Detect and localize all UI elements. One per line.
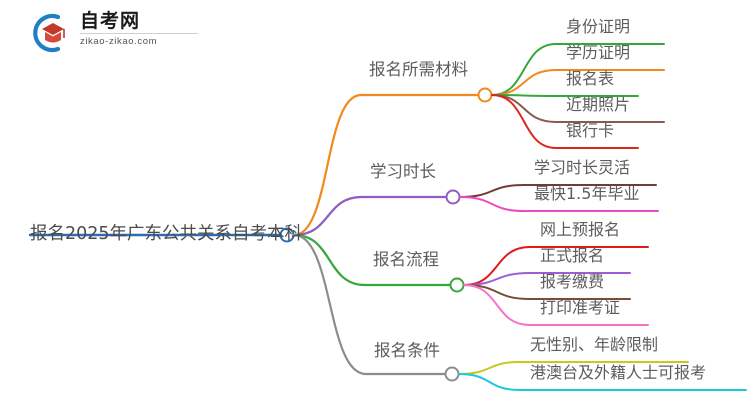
leaf-connector-0-3 <box>491 94 557 123</box>
branch-label-2[interactable]: 报名流程 <box>373 250 439 269</box>
leaf-connector-3-1 <box>458 373 521 391</box>
leaf-label-2-1[interactable]: 正式报名 <box>540 246 605 265</box>
leaf-label-3-0[interactable]: 无性别、年龄限制 <box>530 335 659 354</box>
leaf-connector-0-4 <box>491 94 557 149</box>
branch-node-2[interactable] <box>449 277 465 293</box>
branch-connector-2 <box>292 233 367 287</box>
branch-node-1[interactable] <box>445 189 461 205</box>
leaf-connector-0-1 <box>491 69 557 96</box>
leaf-label-1-1[interactable]: 最快1.5年毕业 <box>534 184 640 203</box>
branch-connector-1 <box>292 195 364 237</box>
leaf-connector-2-3 <box>463 284 531 326</box>
branch-node-3[interactable] <box>444 366 460 382</box>
site-logo[interactable]: 自考网 zikao-zikao.com <box>28 10 198 56</box>
leaf-label-1-0[interactable]: 学习时长灵活 <box>534 158 631 177</box>
branch-label-0[interactable]: 报名所需材料 <box>369 60 468 79</box>
leaf-connector-1-1 <box>459 196 525 212</box>
branch-label-3[interactable]: 报名条件 <box>374 341 440 360</box>
branch-label-1[interactable]: 学习时长 <box>370 162 436 181</box>
branch-connector-3 <box>292 233 368 376</box>
leaf-label-0-2[interactable]: 报名表 <box>566 69 615 88</box>
graduation-cap-icon <box>33 13 65 53</box>
leaf-label-2-2[interactable]: 报考缴费 <box>540 272 605 291</box>
leaf-connector-0-0 <box>491 43 557 96</box>
leaf-label-0-4[interactable]: 银行卡 <box>566 121 615 140</box>
leaf-connector-1-0 <box>459 184 525 198</box>
logo-divider <box>80 33 198 34</box>
leaf-connector-3-0 <box>458 361 521 375</box>
branch-connector-0 <box>292 93 363 237</box>
branch-node-0[interactable] <box>477 87 493 103</box>
root-node-label[interactable]: 报名2025年广东公共关系自考本科 <box>30 224 303 244</box>
leaf-label-2-0[interactable]: 网上预报名 <box>540 220 621 239</box>
leaf-label-0-1[interactable]: 学历证明 <box>566 43 631 62</box>
logo-subtitle: zikao-zikao.com <box>80 36 158 47</box>
leaf-label-2-3[interactable]: 打印准考证 <box>540 298 621 317</box>
leaf-label-3-1[interactable]: 港澳台及外籍人士可报考 <box>530 363 707 382</box>
leaf-label-0-3[interactable]: 近期照片 <box>566 95 631 114</box>
logo-title: 自考网 <box>80 10 141 32</box>
leaf-label-0-0[interactable]: 身份证明 <box>566 17 631 36</box>
logo-text-block: 自考网 zikao-zikao.com <box>80 10 200 47</box>
